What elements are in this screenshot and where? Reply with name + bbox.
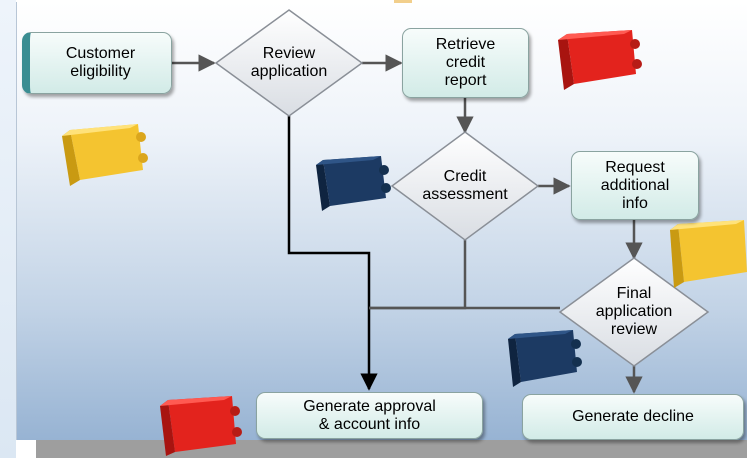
node-generate-decline: Generate decline — [522, 394, 744, 440]
node-label: Request additional info — [600, 158, 670, 212]
node-label: Retrieve credit report — [435, 36, 496, 89]
arrow-review-to-approval — [287, 116, 378, 391]
diamond-review-application — [214, 9, 364, 117]
diamond-label-review: Review application — [226, 38, 352, 88]
yellow-cube-icon — [62, 124, 148, 186]
diamond-label-credit: Credit assessment — [400, 161, 530, 211]
node-label: Generate approval & account info — [303, 397, 436, 433]
line-credit-to-approval — [369, 240, 467, 310]
red-cube-icon — [558, 30, 642, 90]
diamond-final-review — [558, 257, 710, 367]
node-label: Review application — [250, 45, 328, 80]
navy-cube-icon — [508, 330, 582, 387]
node-label: Generate decline — [572, 408, 694, 425]
node-generate-approval: Generate approval & account info — [256, 392, 483, 439]
top-marker — [394, 0, 412, 3]
node-label: Final application review — [595, 285, 673, 338]
yellow-cube-icon — [670, 220, 747, 288]
connectors — [172, 54, 643, 394]
red-cube-icon — [160, 396, 242, 456]
node-label: Credit assessment — [422, 168, 508, 203]
diamond-label-final: Final application review — [569, 283, 699, 341]
node-retrieve-credit-report: Retrieve credit report — [402, 28, 529, 98]
node-request-additional-info: Request additional info — [571, 151, 699, 220]
node-customer-eligibility: Customer eligibility — [22, 32, 172, 94]
navy-cube-icon — [316, 156, 391, 211]
node-label: Customer eligibility — [65, 45, 136, 80]
left-strip — [0, 0, 16, 458]
diamond-credit-assessment — [390, 131, 540, 241]
